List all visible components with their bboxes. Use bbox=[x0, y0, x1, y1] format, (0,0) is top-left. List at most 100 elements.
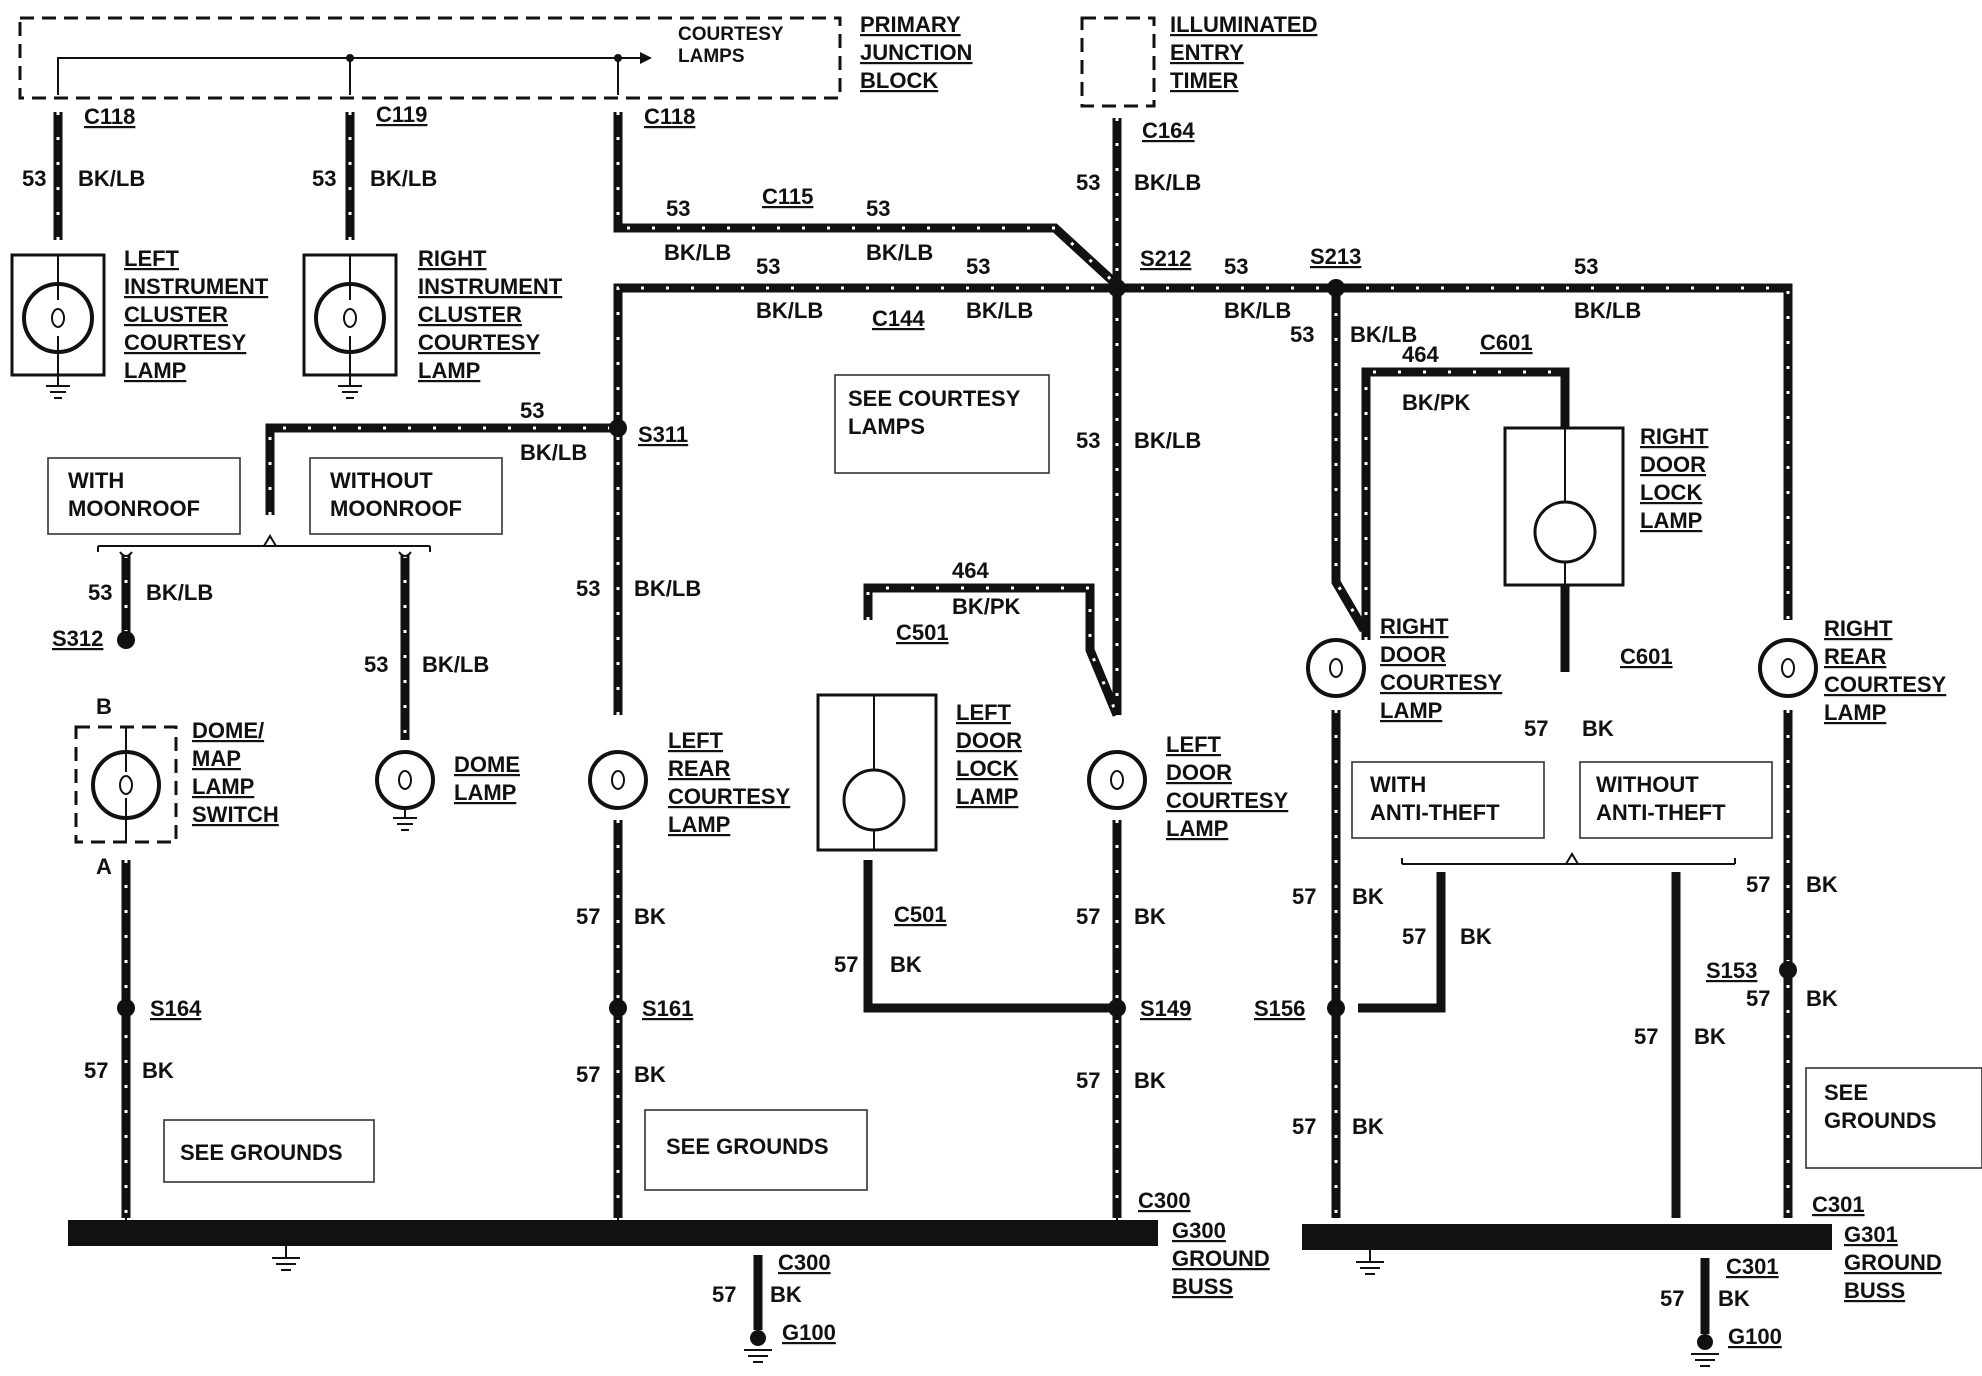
right-door-lock-label: DOOR bbox=[1640, 452, 1706, 477]
left-rear-label: COURTESY bbox=[668, 784, 791, 809]
wire-color: BK/PK bbox=[952, 594, 1021, 619]
label-c501-top: C501 bbox=[896, 620, 949, 645]
wire-color: BK/LB bbox=[756, 298, 823, 323]
wire-num: 57 bbox=[1076, 1068, 1100, 1093]
wire-color: BK/LB bbox=[422, 652, 489, 677]
right-rear-label: LAMP bbox=[1824, 700, 1886, 725]
wire-num: 53 bbox=[1574, 254, 1598, 279]
wire-color: BK/LB bbox=[1134, 428, 1201, 453]
switch-pin-a: A bbox=[96, 854, 112, 879]
wire-color: BK bbox=[1134, 904, 1166, 929]
label-c501-bottom: C501 bbox=[894, 902, 947, 927]
wire-color: BK bbox=[1806, 872, 1838, 897]
moonroof-option-bracket bbox=[97, 534, 431, 557]
wire-color: BK/LB bbox=[634, 576, 701, 601]
left-ic-lamp-label: LAMP bbox=[124, 358, 186, 383]
see-grounds-box-2 bbox=[644, 1109, 868, 1191]
dome-lamp-label: DOME bbox=[454, 752, 520, 777]
left-door-lock-label: DOOR bbox=[956, 728, 1022, 753]
wire-color: BK/LB bbox=[664, 240, 731, 265]
label-s149: S149 bbox=[1140, 996, 1191, 1021]
pjb-title-2: JUNCTION bbox=[860, 40, 972, 65]
left-door-courtesy-label: DOOR bbox=[1166, 760, 1232, 785]
dome-switch-label: LAMP bbox=[192, 774, 254, 799]
iet-title-2: ENTRY bbox=[1170, 40, 1244, 65]
right-door-courtesy-label: COURTESY bbox=[1380, 670, 1503, 695]
label-s312: S312 bbox=[52, 626, 103, 651]
wire-color: BK/LB bbox=[1350, 322, 1417, 347]
wire-num: 53 bbox=[22, 166, 46, 191]
label-c118-right: C118 bbox=[644, 104, 695, 129]
wire-color: BK bbox=[142, 1058, 174, 1083]
dome-switch-label: DOME/ bbox=[192, 718, 264, 743]
left-rear-courtesy-lamp bbox=[588, 750, 648, 810]
right-door-courtesy-label: RIGHT bbox=[1380, 614, 1449, 639]
g100-left-label: G100 bbox=[782, 1320, 836, 1345]
g301-label: BUSS bbox=[1844, 1278, 1905, 1303]
splice-labels: S212 S213 S311 S312 S164 S161 S149 S156 … bbox=[52, 244, 1757, 1021]
illuminated-entry-timer: ILLUMINATED ENTRY TIMER bbox=[1080, 12, 1317, 108]
wire-num: 53 bbox=[364, 652, 388, 677]
g300-label: GROUND bbox=[1172, 1246, 1270, 1271]
wire-num: 57 bbox=[834, 952, 858, 977]
label-c601-mid: C601 bbox=[1620, 644, 1673, 669]
wire-num: 53 bbox=[756, 254, 780, 279]
left-rear-label: LAMP bbox=[668, 812, 730, 837]
wire-color: BK bbox=[1806, 986, 1838, 1011]
wire-color: BK bbox=[1352, 1114, 1384, 1139]
dome-switch-label: MAP bbox=[192, 746, 241, 771]
iet-title-1: ILLUMINATED bbox=[1170, 12, 1317, 37]
left-door-courtesy-label: COURTESY bbox=[1166, 788, 1289, 813]
wire-num: 57 bbox=[84, 1058, 108, 1083]
wire-num: 53 bbox=[1290, 322, 1314, 347]
right-door-lock-label: RIGHT bbox=[1640, 424, 1709, 449]
wire-num: 57 bbox=[1660, 1286, 1684, 1311]
right-ic-lamp-label: INSTRUMENT bbox=[418, 274, 563, 299]
label-c300-bus: C300 bbox=[1138, 1188, 1191, 1213]
right-ic-lamp-label: LAMP bbox=[418, 358, 480, 383]
with-anti-theft-text: ANTI-THEFT bbox=[1370, 800, 1500, 825]
ground-labels: G300 GROUND BUSS G301 GROUND BUSS G100 G… bbox=[782, 1218, 1942, 1349]
dome-lamp-label: LAMP bbox=[454, 780, 516, 805]
see-grounds-text-3: SEE bbox=[1824, 1080, 1868, 1105]
with-moonroof-text: WITH bbox=[68, 468, 124, 493]
wire-num: 464 bbox=[952, 558, 989, 583]
left-door-courtesy-lamp bbox=[1087, 750, 1147, 810]
wire-num: 53 bbox=[666, 196, 690, 221]
pjb-inner-label-1: COURTESY bbox=[678, 24, 784, 45]
dome-map-lamp-switch bbox=[74, 725, 178, 844]
dome-switch-label: SWITCH bbox=[192, 802, 279, 827]
wire-color: BK bbox=[1694, 1024, 1726, 1049]
g301-label: GROUND bbox=[1844, 1250, 1942, 1275]
pjb-inner-label-2: LAMPS bbox=[678, 46, 745, 67]
wire-num: 57 bbox=[576, 904, 600, 929]
without-moonroof-text: MOONROOF bbox=[330, 496, 462, 521]
see-courtesy-text: LAMPS bbox=[848, 414, 925, 439]
g301-ground-buss bbox=[1302, 1224, 1832, 1275]
g300-ground-buss bbox=[68, 1218, 1158, 1271]
without-anti-theft-text: ANTI-THEFT bbox=[1596, 800, 1726, 825]
wire-num: 464 bbox=[1402, 342, 1439, 367]
right-ic-lamp-label: CLUSTER bbox=[418, 302, 522, 327]
left-door-lock-label: LOCK bbox=[956, 756, 1018, 781]
label-c300-bottom: C300 bbox=[778, 1250, 831, 1275]
wire-num: 53 bbox=[1224, 254, 1248, 279]
wire-num: 57 bbox=[1076, 904, 1100, 929]
with-moonroof-box bbox=[47, 457, 241, 535]
left-rear-label: LEFT bbox=[668, 728, 724, 753]
label-s156: S156 bbox=[1254, 996, 1305, 1021]
wire-num: 57 bbox=[1634, 1024, 1658, 1049]
wire-num: 53 bbox=[1076, 170, 1100, 195]
switch-pin-b: B bbox=[96, 694, 112, 719]
right-rear-label: COURTESY bbox=[1824, 672, 1947, 697]
wire-color: BK bbox=[1718, 1286, 1750, 1311]
splice-points bbox=[117, 279, 1797, 1017]
wire-num: 53 bbox=[88, 580, 112, 605]
see-grounds-box-3 bbox=[1805, 1067, 1982, 1169]
wire-color: BK/LB bbox=[1134, 170, 1201, 195]
wire-color: BK/LB bbox=[370, 166, 437, 191]
wire-num: 57 bbox=[576, 1062, 600, 1087]
left-door-courtesy-label: LEFT bbox=[1166, 732, 1222, 757]
wire-num: 57 bbox=[1292, 1114, 1316, 1139]
label-c601-top: C601 bbox=[1480, 330, 1533, 355]
